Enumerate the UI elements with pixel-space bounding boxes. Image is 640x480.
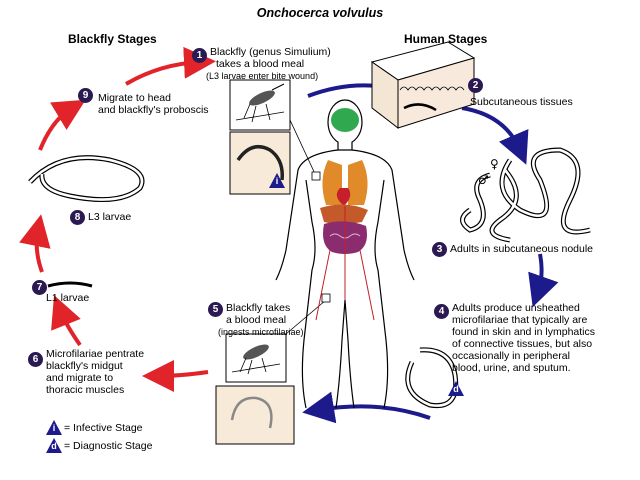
lungs: [322, 160, 368, 205]
step-6-line-3: and migrate to: [46, 372, 114, 384]
legend-infective-icon: [46, 420, 62, 435]
diagnostic-stage-marker: [448, 381, 464, 396]
arrow-6-to-7: [51, 295, 82, 347]
step-1-note: (L3 larvae enter bite wound): [206, 71, 319, 81]
legend-diagnostic-text: = Diagnostic Stage: [64, 440, 153, 452]
step-5-line-2: a blood meal: [226, 314, 287, 326]
step-2-line-1: Subcutaneous tissues: [470, 96, 573, 108]
blackfly-bite-box: [229, 79, 291, 131]
step-7-line-1: L1 larvae: [46, 292, 90, 304]
blackfly-stages-header: Blackfly Stages: [68, 32, 157, 46]
step-4-line-5: occasionally in peripheral: [452, 350, 570, 362]
step-4-line-1: Adults produce unsheathed: [452, 302, 580, 314]
step-badge-8: 8: [70, 210, 85, 225]
step-3-line-1: Adults in subcutaneous nodule: [450, 243, 594, 255]
legend-infective-letter: i: [52, 423, 56, 433]
svg-text:♂: ♂: [478, 173, 489, 187]
skin-tissue-block: [370, 41, 476, 130]
legend-diagnostic-icon: [46, 438, 62, 453]
step-4-line-4: of connective tissues, but also: [452, 338, 593, 350]
infective-stage-marker: [269, 173, 285, 188]
step-1-line-1: Blackfly (genus Simulium): [210, 46, 331, 58]
human-body: [275, 99, 415, 409]
svg-text:♀: ♀: [490, 157, 499, 171]
human-stages-header: Human Stages: [404, 32, 488, 46]
arrow-7-to-8: [19, 214, 51, 273]
microfilaria-curl: [405, 347, 459, 409]
step-badge-1: 1: [192, 48, 207, 63]
step-badge-4: 4: [434, 304, 449, 319]
microfilaria-box: [215, 385, 295, 445]
infective-marker-letter: i: [275, 176, 279, 186]
arrow-9-to-1: [124, 46, 216, 86]
step-badge-2: 2: [468, 78, 483, 93]
step-4-line-2: microfilariae that typically are: [452, 314, 588, 326]
step-badge-5: 5: [208, 302, 223, 317]
l3-larva-coil: [28, 155, 145, 203]
step-badge-7: 7: [32, 280, 47, 295]
step-badge-3: 3: [432, 242, 447, 257]
heart: [336, 188, 351, 206]
step-1-line-2: takes a blood meal: [216, 58, 305, 70]
step-6-line-4: thoracic muscles: [46, 384, 125, 396]
step-8-line-1: L3 larvae: [88, 211, 132, 223]
arrow-2-to-3: [461, 106, 529, 165]
brain: [331, 108, 359, 132]
step-badge-6: 6: [28, 352, 43, 367]
liver: [320, 204, 368, 224]
arrow-4-to-5: [302, 391, 431, 424]
l1-larva: [47, 281, 93, 288]
step-5-note: (ingests microfilariae): [218, 327, 304, 337]
arrow-3-to-4: [528, 253, 559, 308]
adult-worms: [460, 147, 591, 243]
step-9-line-1: Migrate to head: [98, 92, 171, 104]
step-6-line-2: blackfly's midgut: [46, 360, 123, 372]
step-6-line-1: Microfilariae pentrate: [46, 348, 145, 360]
step-badge-9: 9: [78, 88, 93, 103]
legend-diagnostic-letter: d: [51, 441, 57, 451]
arrow-8-to-9: [38, 99, 86, 151]
vessels: [315, 206, 375, 321]
blackfly-meal-box: [225, 333, 287, 383]
legend-infective-text: = Infective Stage: [64, 422, 143, 434]
step-4-line-6: blood, urine, and sputum.: [452, 362, 571, 374]
diagram-title: Onchocerca volvulus: [256, 6, 384, 20]
step-9-line-2: and blackfly's proboscis: [98, 104, 209, 116]
diagnostic-marker-letter: d: [453, 384, 459, 394]
step-4-line-3: found in skin and in lymphatics: [452, 326, 595, 338]
arrow-5-to-6: [142, 359, 209, 392]
step-5-line-1: Blackfly takes: [226, 302, 291, 314]
